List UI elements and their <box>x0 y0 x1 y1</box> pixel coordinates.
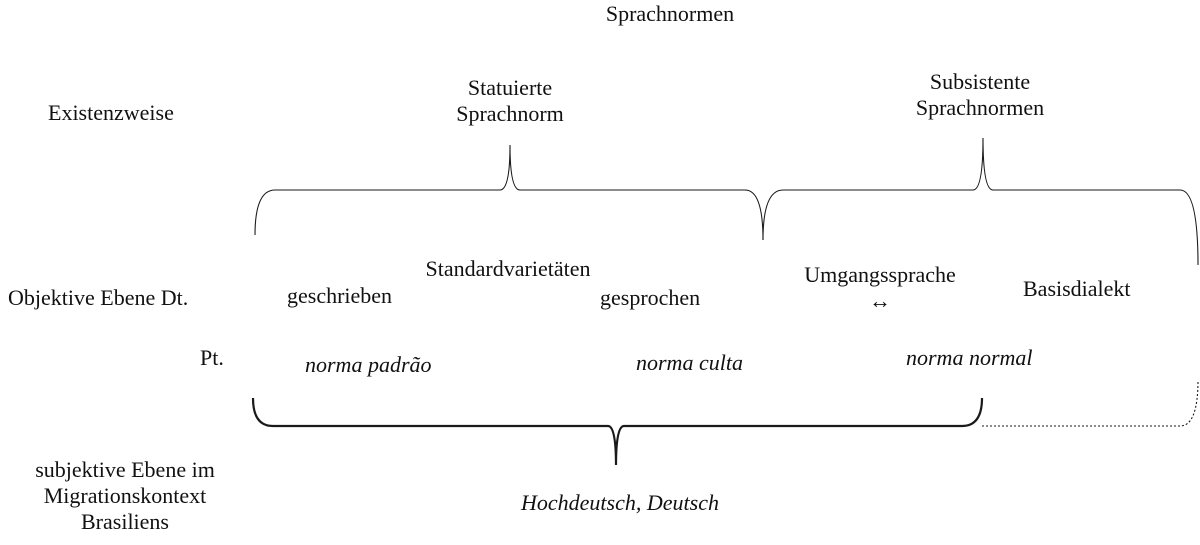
brace-hochdeutsch <box>251 397 984 466</box>
diagram-title: Sprachnormen <box>605 1 735 26</box>
row-label-subjektive-ebene-line2: Migrationskontext <box>43 483 207 508</box>
brace-statuierte <box>254 144 764 241</box>
row-label-pt: Pt. <box>200 345 224 370</box>
basisdialekt: Basisdialekt <box>1023 276 1131 301</box>
bidirectional-arrow: ↔ <box>869 288 891 313</box>
hochdeutsch-deutsch: Hochdeutsch, Deutsch <box>521 490 719 515</box>
norma-padrao: norma padrão <box>305 352 432 377</box>
umgangssprache: Umgangssprache <box>804 262 956 287</box>
norma-culta: norma culta <box>636 350 743 375</box>
standardvarietaeten: Standardvarietäten <box>425 256 591 281</box>
brace-subsistente <box>762 137 1199 266</box>
subsistente-line1: Subsistente <box>929 69 1031 94</box>
row-label-objektive-ebene: Objektive Ebene Dt. <box>8 285 189 310</box>
statuierte-line2: Sprachnorm <box>456 101 564 126</box>
geschrieben: geschrieben <box>287 283 393 308</box>
row-label-existenzweise: Existenzweise <box>48 100 174 125</box>
norma-normal: norma normal <box>906 345 1033 370</box>
row-label-subjektive-ebene-line1: subjektive Ebene im <box>35 457 215 482</box>
brace-basisdialekt-dotted <box>982 379 1199 427</box>
gesprochen: gesprochen <box>600 285 701 310</box>
row-label-subjektive-ebene-line3: Brasiliens <box>81 509 169 534</box>
statuierte-line1: Statuierte <box>467 75 553 100</box>
subsistente-line2: Sprachnormen <box>915 95 1045 120</box>
